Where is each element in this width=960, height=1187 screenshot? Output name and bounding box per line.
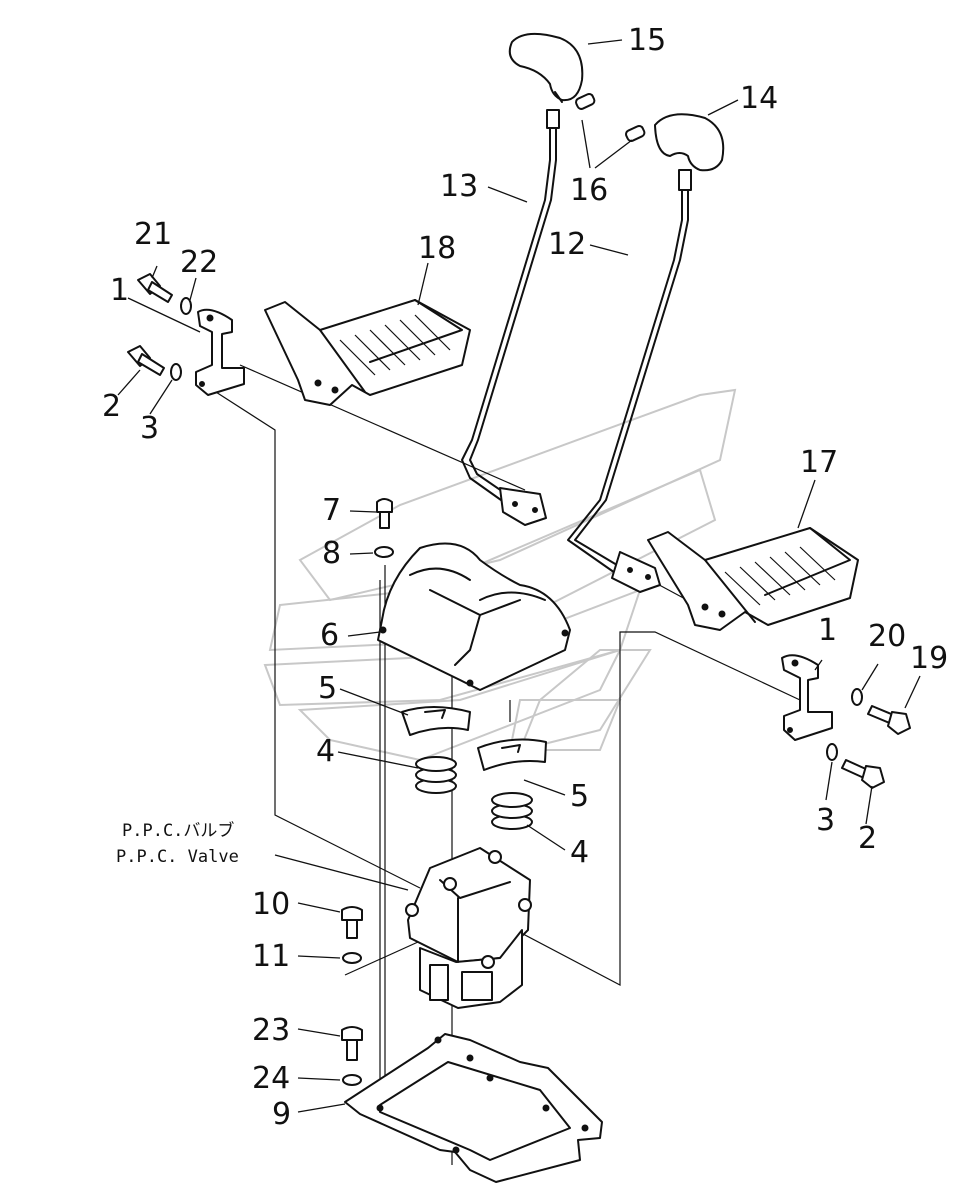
pedal-17 — [647, 527, 859, 631]
bolt-7 — [376, 498, 393, 529]
lever-rod-13 — [461, 109, 560, 526]
callout-13: 13 — [440, 169, 478, 204]
ppc-valve-label: P.P.C.バルブ P.P.C. Valve — [116, 820, 239, 867]
ppc-valve — [405, 847, 532, 1009]
bolt-2-left — [127, 345, 165, 376]
cover-6 — [377, 542, 571, 691]
knob-15 — [508, 32, 584, 103]
callout-5-right: 5 — [570, 779, 589, 814]
bracket-1-right — [781, 654, 833, 741]
callout-14: 14 — [740, 81, 778, 116]
boot-5-right — [477, 738, 547, 771]
callout-1-left: 1 — [110, 273, 129, 308]
callout-12: 12 — [548, 227, 586, 262]
callout-9: 9 — [272, 1097, 291, 1132]
callout-2-left: 2 — [102, 389, 121, 424]
callout-11: 11 — [252, 939, 290, 974]
callout-24: 24 — [252, 1061, 290, 1096]
bolt-10 — [341, 906, 363, 939]
callout-17: 17 — [800, 445, 838, 480]
callout-3-left: 3 — [140, 411, 159, 446]
washer-3-left — [170, 363, 182, 381]
callout-3-right: 3 — [816, 803, 835, 838]
callout-10: 10 — [252, 887, 290, 922]
washer-22 — [180, 297, 192, 315]
callout-15: 15 — [628, 23, 666, 58]
boot-5-left — [401, 706, 471, 736]
bolt-21 — [137, 273, 173, 303]
callout-4-right: 4 — [570, 835, 589, 870]
lever-rod-12 — [567, 169, 692, 593]
bolt-2-right — [841, 759, 885, 789]
pins-16 — [575, 92, 646, 142]
washer-11 — [342, 952, 362, 964]
callout-16: 16 — [570, 173, 608, 208]
washer-20 — [851, 688, 863, 706]
callout-6: 6 — [320, 618, 339, 653]
callout-numbers: 15 14 16 13 12 18 21 22 1 2 3 17 7 8 6 5… — [102, 23, 948, 1132]
callout-2-right: 2 — [858, 821, 877, 856]
washer-8 — [374, 546, 394, 558]
callout-23: 23 — [252, 1013, 290, 1048]
callout-leaders — [117, 39, 921, 1113]
callout-20: 20 — [868, 619, 906, 654]
callout-7: 7 — [322, 493, 341, 528]
callout-5-left: 5 — [318, 671, 337, 706]
knob-14 — [654, 113, 725, 172]
ppc-valve-label-jp: P.P.C.バルブ — [122, 820, 234, 841]
callout-21: 21 — [134, 217, 172, 252]
washer-3-right — [826, 743, 838, 761]
spring-4-right — [491, 792, 533, 830]
callout-4-left: 4 — [316, 734, 335, 769]
callout-1-right: 1 — [818, 613, 837, 648]
ppc-valve-label-en: P.P.C. Valve — [116, 847, 239, 867]
bracket-1-left — [195, 308, 245, 396]
spring-4-left — [415, 756, 457, 794]
washer-24 — [342, 1074, 362, 1086]
pedal-18 — [264, 299, 471, 406]
callout-19: 19 — [910, 641, 948, 676]
plate-9 — [344, 1033, 603, 1183]
bolt-19 — [867, 705, 911, 735]
bolt-23 — [341, 1026, 363, 1061]
callout-22: 22 — [180, 245, 218, 280]
callout-8: 8 — [322, 536, 341, 571]
callout-18: 18 — [418, 231, 456, 266]
